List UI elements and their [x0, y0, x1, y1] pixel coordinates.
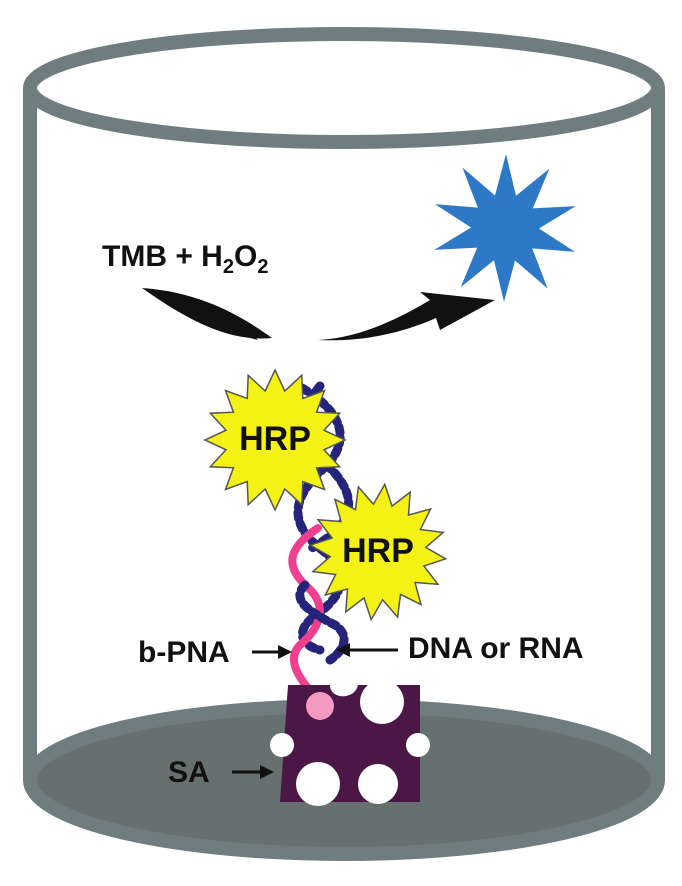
sa-label: SA: [168, 756, 210, 790]
target-label: DNA or RNA: [408, 632, 584, 666]
reagent-label: TMB + H2O2: [102, 240, 268, 279]
reagent-subscript-1: 2: [223, 256, 234, 278]
hrp-enzyme-top: HRP: [205, 370, 345, 510]
hrp-label-top: HRP: [239, 420, 311, 458]
probe-label: b-PNA: [138, 636, 230, 670]
hrp-label-bottom: HRP: [342, 532, 414, 570]
well-rim: [30, 34, 658, 142]
reagent-main-text: TMB + H: [102, 240, 223, 273]
right-arrow-icon: [252, 645, 292, 659]
curved-arrow-icon: [142, 288, 495, 340]
reagent-subscript-2: 2: [257, 256, 268, 278]
biotin-bead: [306, 692, 334, 720]
blue-starburst-icon: [434, 154, 575, 302]
reagent-oxygen-text: O: [234, 240, 257, 273]
streptavidin-block: [270, 680, 430, 806]
